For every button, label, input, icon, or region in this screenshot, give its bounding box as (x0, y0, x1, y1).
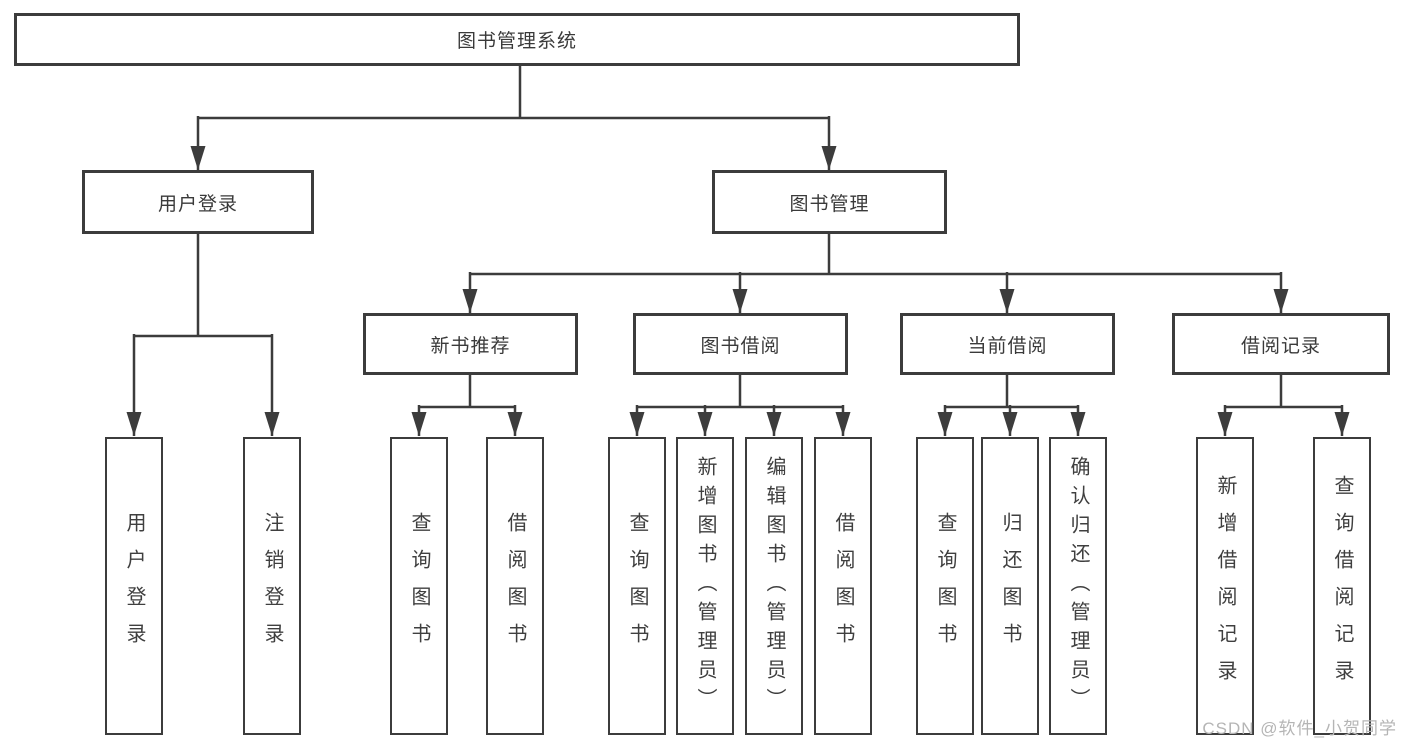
node-borrow-record-label: 借阅记录 (1240, 335, 1321, 357)
node-recommend-borrow-books: 借阅图书 (486, 437, 544, 735)
node-query-borrow-record-label: 查询借阅记录 (1331, 475, 1353, 697)
node-new-book-recommend: 新书推荐 (363, 313, 578, 375)
node-add-borrow-record: 新增借阅记录 (1196, 437, 1254, 735)
node-library-system-label: 图书管理系统 (456, 31, 577, 52)
node-current-query-books: 查询图书 (916, 437, 974, 735)
node-user-login: 用户登录 (82, 170, 314, 234)
node-current-borrow: 当前借阅 (900, 313, 1115, 375)
node-edit-books-admin-label: 编辑图书（管理员） (763, 455, 785, 717)
node-confirm-return-admin-label: 确认归还（管理员） (1067, 455, 1089, 717)
node-query-borrow-record: 查询借阅记录 (1313, 437, 1371, 735)
node-borrow-borrow-books-label: 借阅图书 (832, 512, 854, 660)
node-current-query-books-label: 查询图书 (934, 512, 956, 660)
node-return-books: 归还图书 (981, 437, 1039, 735)
node-library-system: 图书管理系统 (14, 13, 1020, 66)
csdn-watermark: CSDN @软件_小贺同学 (1202, 719, 1397, 738)
node-user-login-leaf: 用户登录 (105, 437, 163, 735)
node-add-books-admin-label: 新增图书（管理员） (694, 455, 716, 717)
node-add-books-admin: 新增图书（管理员） (676, 437, 734, 735)
node-borrow-record: 借阅记录 (1172, 313, 1390, 375)
node-book-borrow-label: 图书借阅 (700, 335, 781, 357)
node-new-book-recommend-label: 新书推荐 (430, 335, 511, 357)
node-user-login-leaf-label: 用户登录 (123, 512, 145, 660)
node-borrow-borrow-books: 借阅图书 (814, 437, 872, 735)
node-user-login-label: 用户登录 (157, 193, 238, 215)
node-current-borrow-label: 当前借阅 (967, 335, 1048, 357)
node-book-management-label: 图书管理 (789, 193, 870, 215)
node-book-management: 图书管理 (712, 170, 947, 234)
node-logout-leaf-label: 注销登录 (261, 512, 283, 660)
connector-lines (126, 66, 1350, 436)
node-recommend-query-books: 查询图书 (390, 437, 448, 735)
node-confirm-return-admin: 确认归还（管理员） (1049, 437, 1107, 735)
node-add-borrow-record-label: 新增借阅记录 (1214, 475, 1236, 697)
node-book-borrow: 图书借阅 (633, 313, 848, 375)
node-logout-leaf: 注销登录 (243, 437, 301, 735)
node-edit-books-admin: 编辑图书（管理员） (745, 437, 803, 735)
node-recommend-borrow-books-label: 借阅图书 (504, 512, 526, 660)
node-recommend-query-books-label: 查询图书 (408, 512, 430, 660)
node-borrow-query-books-label: 查询图书 (626, 512, 648, 660)
node-return-books-label: 归还图书 (999, 512, 1021, 660)
node-borrow-query-books: 查询图书 (608, 437, 666, 735)
